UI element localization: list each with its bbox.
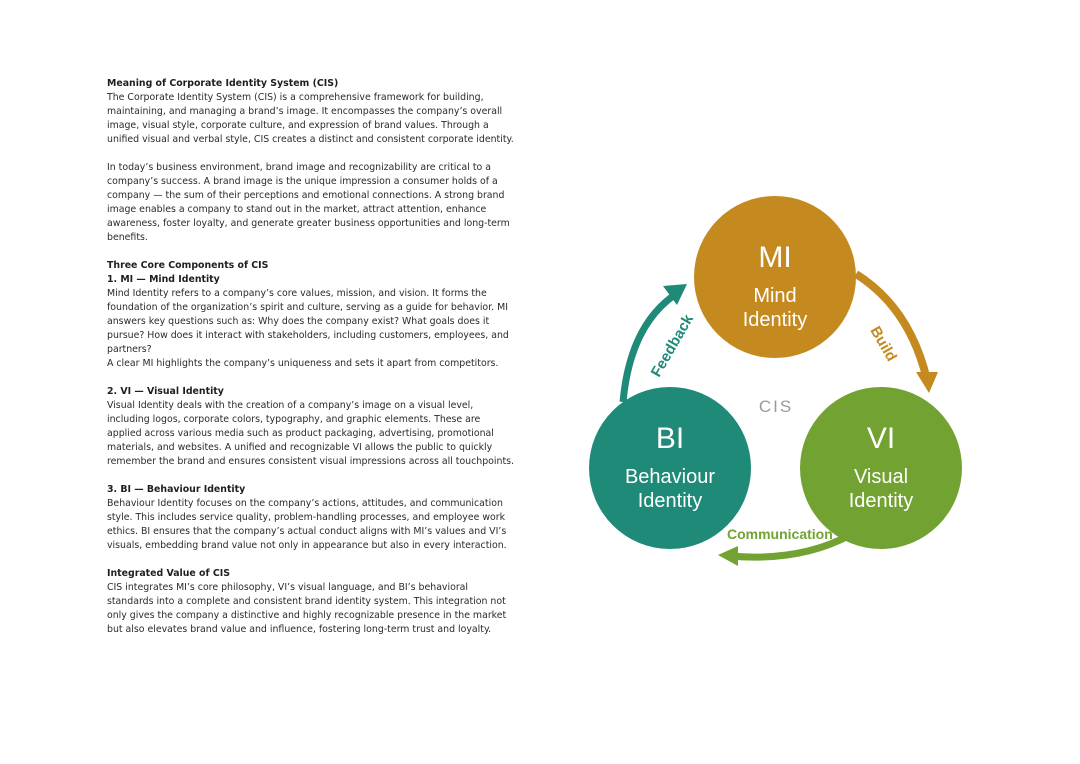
feedback-label: Feedback: [648, 311, 698, 380]
build-arrow-shaft: [853, 270, 931, 381]
node-mind-identity: MI Mind Identity: [694, 196, 856, 358]
communication-arrow-head: [718, 546, 738, 566]
section-heading-integrated: Integrated Value of CIS: [107, 568, 230, 579]
vi-label-line1: Visual: [854, 466, 908, 488]
mi-abbr: MI: [758, 241, 791, 274]
article-text: Meaning of Corporate Identity System (CI…: [107, 77, 517, 637]
node-visual-identity: VI Visual Identity: [800, 387, 962, 549]
subheading-vi: 2. VI — Visual Identity: [107, 386, 224, 397]
subheading-bi: 3. BI — Behaviour Identity: [107, 484, 246, 495]
communication-arrow-shaft: [729, 531, 852, 561]
vi-abbr: VI: [867, 422, 895, 455]
bi-label-line1: Behaviour: [625, 466, 715, 488]
vi-circle: [800, 387, 962, 549]
mi-label-line1: Mind: [753, 285, 796, 307]
paragraph-mi: Mind Identity refers to a company’s core…: [107, 288, 509, 355]
vi-label-line2: Identity: [849, 490, 913, 512]
build-arrow-head: [916, 372, 938, 393]
section-heading-meaning: Meaning of Corporate Identity System (CI…: [107, 78, 339, 89]
cis-cycle-diagram: Build Feedback Communication MI Mind Ide…: [560, 190, 990, 580]
bi-circle: [589, 387, 751, 549]
communication-label: Communication: [727, 526, 833, 542]
subheading-mi: 1. MI — Mind Identity: [107, 274, 220, 285]
section-heading-components: Three Core Components of CIS: [107, 260, 269, 271]
bi-label-line2: Identity: [638, 490, 702, 512]
mi-label-line2: Identity: [743, 309, 807, 331]
node-behaviour-identity: BI Behaviour Identity: [589, 387, 751, 549]
communication-arrow: Communication: [718, 526, 852, 566]
paragraph-mi-summary: A clear MI highlights the company’s uniq…: [107, 358, 499, 369]
bi-abbr: BI: [656, 422, 684, 455]
paragraph-vi: Visual Identity deals with the creation …: [107, 400, 514, 467]
build-arrow: Build: [853, 270, 938, 393]
center-cis-label: CIS: [759, 397, 793, 416]
mi-circle: [694, 196, 856, 358]
paragraph-cis-definition: The Corporate Identity System (CIS) is a…: [107, 92, 514, 145]
build-label: Build: [867, 324, 900, 365]
paragraph-bi: Behaviour Identity focuses on the compan…: [107, 498, 507, 551]
feedback-arrow-shaft: [619, 291, 678, 403]
feedback-arrow-head: [663, 284, 687, 305]
paragraph-brand-image: In today’s business environment, brand i…: [107, 162, 510, 243]
paragraph-integrated: CIS integrates MI’s core philosophy, VI’…: [107, 582, 507, 635]
feedback-arrow: Feedback: [619, 284, 698, 403]
